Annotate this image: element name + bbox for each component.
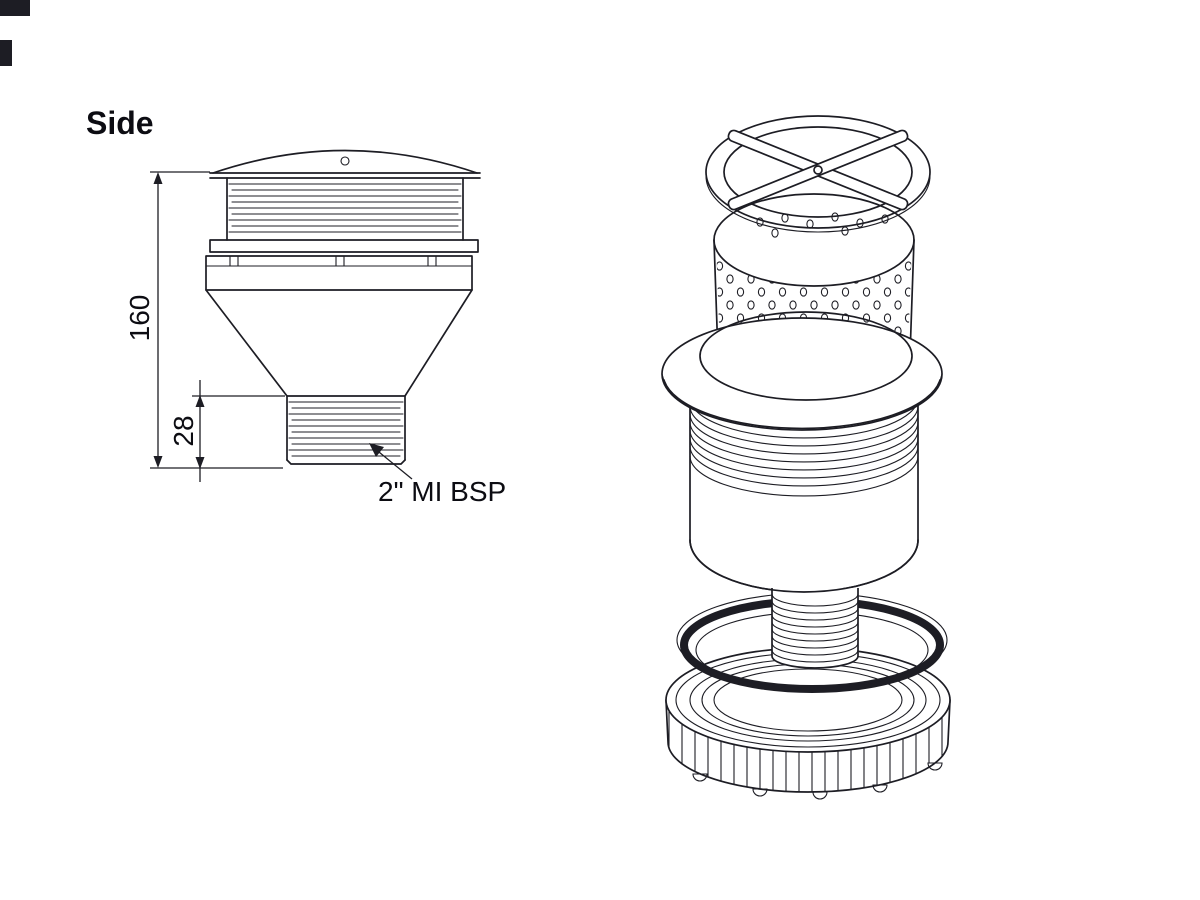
cone-section bbox=[205, 289, 473, 397]
upper-thread-section bbox=[226, 177, 464, 241]
thread-spec-label: 2" MI BSP bbox=[378, 476, 506, 507]
tail-thread-section bbox=[286, 395, 406, 465]
iso-exploded-view bbox=[661, 115, 951, 800]
locknut-knurling bbox=[666, 700, 950, 792]
locknut bbox=[665, 647, 951, 800]
body-flange bbox=[661, 311, 943, 431]
outlet-tail-threads bbox=[771, 588, 859, 669]
collar-disc bbox=[209, 239, 479, 253]
side-view bbox=[205, 149, 481, 465]
dim-thread-label: 28 bbox=[168, 415, 199, 446]
dimension-annotations: 160 28 2" MI BSP bbox=[124, 171, 506, 507]
body-bowl-outline bbox=[689, 539, 919, 593]
rim-cross-handle bbox=[705, 115, 931, 233]
dim-height-label: 160 bbox=[124, 295, 155, 342]
view-label: Side bbox=[86, 105, 154, 141]
dome-top bbox=[209, 149, 481, 179]
scan-artifacts bbox=[0, 0, 30, 66]
clamp-flange bbox=[205, 255, 473, 291]
